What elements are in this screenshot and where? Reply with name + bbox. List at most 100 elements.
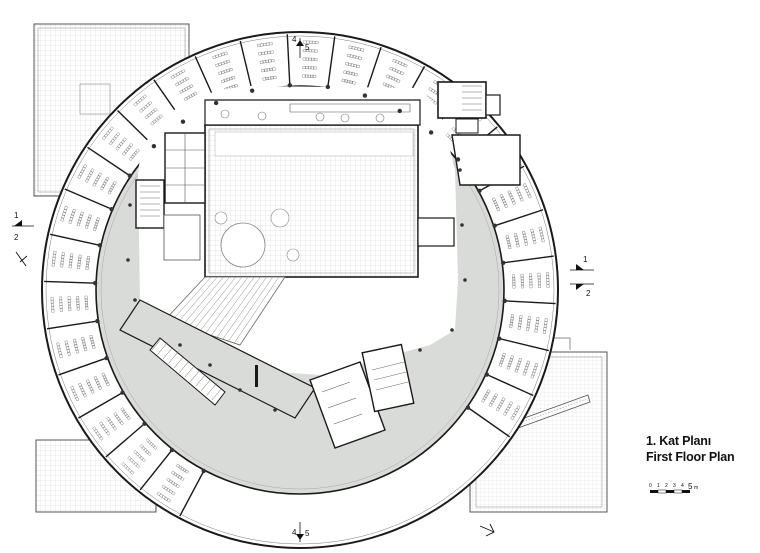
seat bbox=[523, 236, 527, 241]
seat bbox=[56, 342, 60, 347]
seat bbox=[78, 382, 83, 388]
north-arrow-icon bbox=[479, 523, 495, 537]
seat bbox=[87, 216, 92, 222]
seat bbox=[81, 336, 85, 341]
seat bbox=[102, 426, 107, 431]
seat bbox=[305, 66, 309, 70]
seat bbox=[521, 284, 524, 289]
seat bbox=[495, 204, 500, 209]
seat bbox=[516, 363, 521, 368]
seat bbox=[80, 387, 85, 393]
seat bbox=[124, 413, 130, 419]
seat bbox=[173, 472, 178, 477]
seat bbox=[88, 170, 94, 176]
column bbox=[142, 421, 147, 426]
seat bbox=[515, 365, 520, 371]
seat bbox=[482, 395, 487, 401]
column bbox=[238, 388, 242, 392]
seat bbox=[538, 284, 541, 289]
seat bbox=[84, 298, 88, 303]
ramp-line bbox=[187, 276, 230, 328]
seat bbox=[186, 85, 191, 90]
seat bbox=[86, 258, 90, 263]
seat bbox=[527, 318, 531, 323]
seat bbox=[546, 284, 550, 288]
seat bbox=[529, 276, 533, 280]
seat bbox=[76, 301, 80, 306]
column bbox=[213, 100, 219, 106]
seat bbox=[506, 240, 511, 245]
seat bbox=[135, 452, 140, 457]
seat bbox=[184, 469, 190, 474]
seat bbox=[308, 57, 312, 61]
seat bbox=[302, 40, 307, 44]
seat bbox=[228, 67, 233, 72]
seat bbox=[77, 174, 82, 179]
seat bbox=[67, 301, 71, 306]
seat bbox=[348, 71, 353, 76]
seat bbox=[89, 334, 93, 340]
seat bbox=[131, 460, 136, 465]
seat bbox=[489, 400, 495, 405]
seat bbox=[520, 279, 524, 283]
north-arrow-bottom bbox=[479, 523, 495, 537]
column bbox=[178, 343, 182, 347]
seat bbox=[135, 100, 141, 105]
column bbox=[273, 408, 277, 412]
column bbox=[450, 328, 454, 332]
seat bbox=[112, 136, 117, 141]
seat bbox=[127, 145, 132, 150]
seat bbox=[163, 486, 169, 491]
southwest-stair-block bbox=[119, 299, 316, 419]
seat bbox=[161, 495, 167, 500]
seat bbox=[349, 80, 354, 84]
seat bbox=[122, 151, 127, 156]
seat bbox=[73, 394, 79, 399]
ramp-line bbox=[199, 276, 243, 332]
seat bbox=[272, 75, 277, 80]
seat bbox=[355, 55, 360, 60]
section-left-num: 1 bbox=[14, 211, 19, 220]
seat bbox=[64, 340, 69, 345]
seat bbox=[515, 240, 520, 245]
seat bbox=[505, 406, 511, 411]
ramp-line bbox=[210, 276, 255, 336]
seat bbox=[158, 114, 163, 119]
seat bbox=[102, 374, 107, 380]
seat bbox=[533, 365, 538, 371]
ramp-line bbox=[228, 276, 273, 342]
seat bbox=[433, 90, 438, 95]
seat bbox=[539, 229, 543, 234]
seat bbox=[78, 216, 83, 222]
seat bbox=[72, 338, 77, 343]
seat bbox=[302, 49, 307, 52]
seat bbox=[97, 172, 102, 177]
seat bbox=[499, 193, 504, 199]
seat bbox=[190, 92, 196, 98]
seat bbox=[302, 66, 307, 69]
seat bbox=[57, 348, 62, 353]
seat bbox=[84, 300, 88, 305]
column bbox=[428, 130, 434, 135]
seat bbox=[220, 70, 225, 75]
seat bbox=[177, 475, 183, 480]
seat bbox=[63, 205, 68, 211]
seat bbox=[501, 355, 506, 360]
seat bbox=[85, 263, 89, 268]
seat bbox=[512, 277, 516, 281]
seat bbox=[78, 254, 82, 259]
seat bbox=[92, 226, 97, 232]
seat bbox=[226, 77, 231, 82]
seat bbox=[68, 307, 72, 312]
column bbox=[502, 298, 507, 304]
seat bbox=[346, 79, 351, 84]
classroom-wall bbox=[105, 422, 146, 458]
seat bbox=[493, 393, 498, 398]
seat bbox=[115, 131, 121, 137]
seat bbox=[536, 317, 540, 322]
seat bbox=[166, 487, 171, 493]
column bbox=[249, 88, 255, 93]
seat bbox=[514, 235, 519, 240]
seat bbox=[500, 357, 505, 362]
seat bbox=[304, 74, 309, 78]
